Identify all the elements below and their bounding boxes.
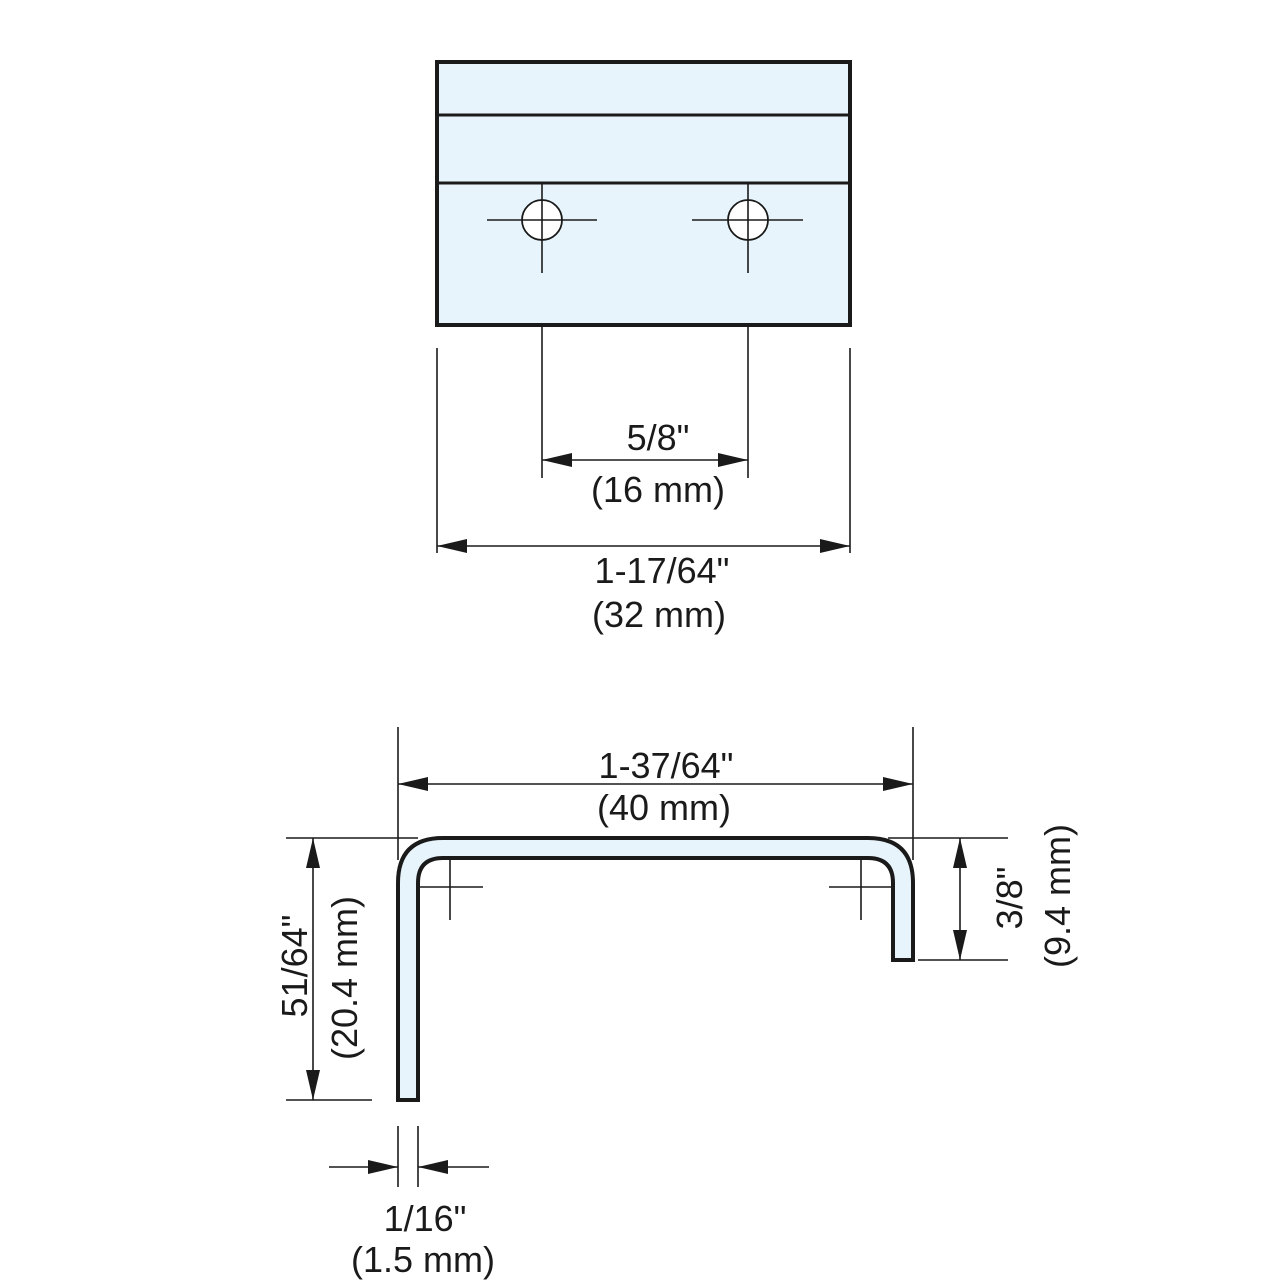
thickness-imperial: 1/16" <box>384 1198 467 1239</box>
hole-spacing-arrow-left <box>542 453 572 467</box>
overall-length-metric: (40 mm) <box>597 787 731 828</box>
overall-height-metric: (20.4 mm) <box>324 896 365 1060</box>
width-arrow-right <box>820 539 850 553</box>
bracket-profile <box>396 836 915 1102</box>
short-leg-arrow-top <box>953 838 967 868</box>
length-arrow-left <box>398 777 428 791</box>
hole-spacing-imperial: 5/8" <box>627 417 690 458</box>
thickness-arrow-right <box>418 1160 448 1174</box>
hole-spacing-arrow-right <box>718 453 748 467</box>
length-arrow-right <box>883 777 913 791</box>
short-leg-arrow-bottom <box>953 930 967 960</box>
short-leg-imperial: 3/8" <box>989 867 1030 930</box>
thickness-metric: (1.5 mm) <box>351 1239 495 1280</box>
width-arrow-left <box>437 539 467 553</box>
hole-spacing-metric: (16 mm) <box>591 469 725 510</box>
overall-length-imperial: 1-37/64" <box>599 745 734 786</box>
height-arrow-bottom <box>306 1070 320 1100</box>
overall-height-imperial: 51/64" <box>274 915 315 1018</box>
thickness-arrow-left <box>368 1160 398 1174</box>
overall-width-metric: (32 mm) <box>592 594 726 635</box>
top-view-plate <box>435 60 852 327</box>
side-view: 1-37/64" (40 mm) 51/64" (20.4 mm) 3/8" (… <box>274 727 1078 1280</box>
top-view: 5/8" (16 mm) 1-17/64" (32 mm) <box>435 60 852 635</box>
overall-width-imperial: 1-17/64" <box>595 550 730 591</box>
short-leg-metric: (9.4 mm) <box>1037 824 1078 968</box>
height-arrow-top <box>306 838 320 868</box>
